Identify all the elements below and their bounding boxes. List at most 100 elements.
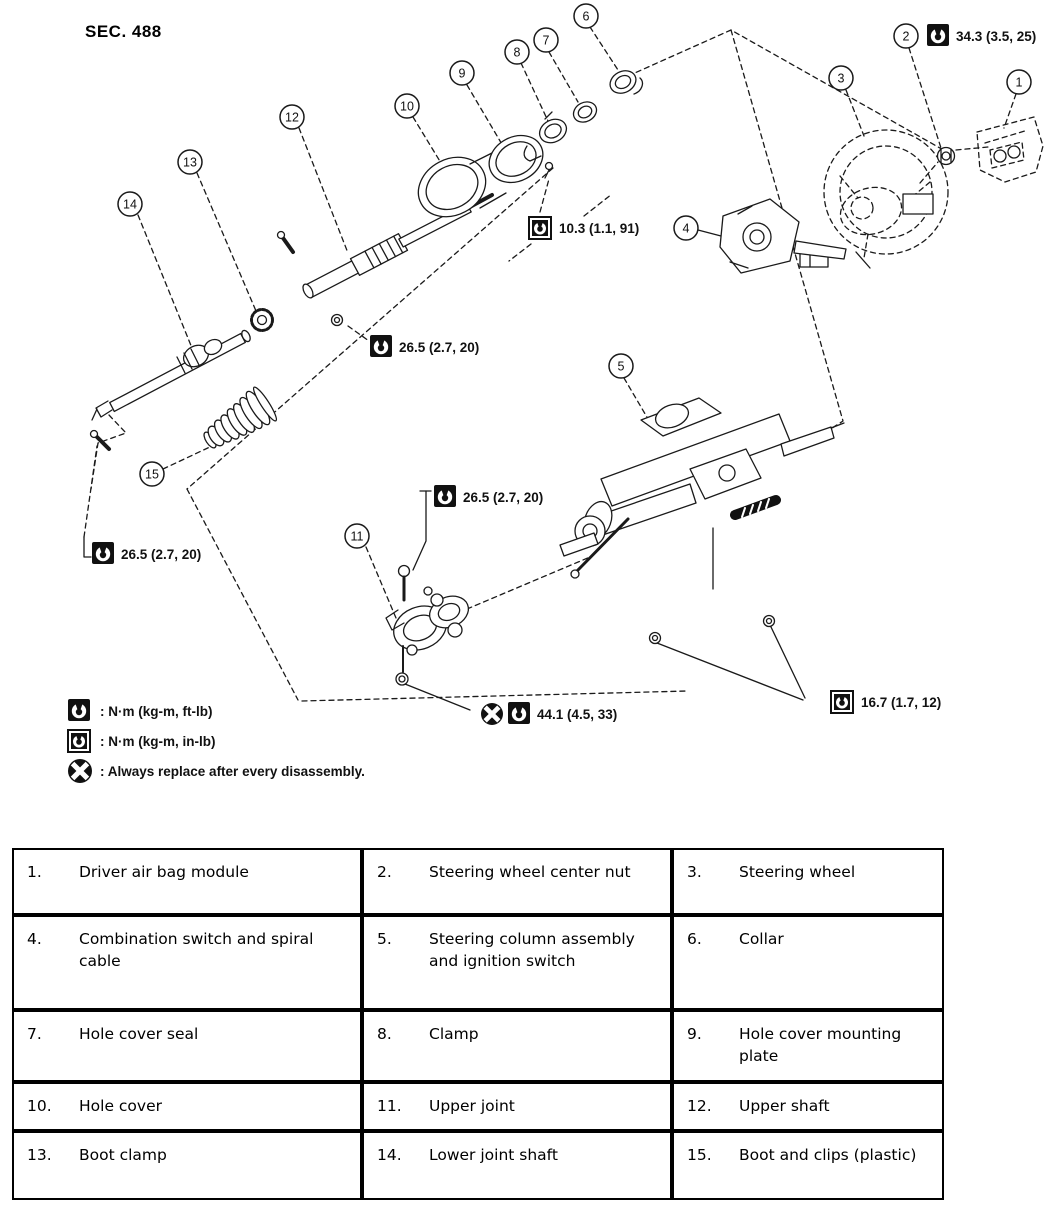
replace-icon — [481, 703, 503, 725]
callout-number: 15 — [145, 468, 159, 482]
center-nut-drawing — [936, 146, 956, 166]
callout-7: 7 — [533, 27, 559, 53]
callout-11: 11 — [344, 523, 370, 549]
part-name: Hole cover seal — [79, 1025, 199, 1043]
parts-table-cell: 7. Hole cover seal — [12, 1010, 362, 1082]
parts-table-cell: 9. Hole cover mounting plate — [672, 1010, 944, 1082]
exploded-diagram: 34.3 (3.5, 25) 10.3 (1.1, 91) 26.5 (2.7, 2… — [67, 3, 1044, 783]
torque-ftlb-icon — [434, 485, 456, 507]
torque-ftlb-icon — [92, 542, 114, 564]
legend-text: : Always replace after every disassembly… — [100, 764, 365, 779]
callout-number: 11 — [351, 530, 364, 544]
callout-10: 10 — [394, 93, 420, 119]
torque-value: 26.5 (2.7, 20) — [121, 547, 201, 562]
parts-table-cell: 13. Boot clamp — [12, 1131, 362, 1200]
part-name: Hole cover — [79, 1097, 162, 1115]
callout-14: 14 — [117, 191, 143, 217]
callout-6: 6 — [573, 3, 599, 29]
part-name: Hole cover mounting plate — [739, 1025, 902, 1065]
torque-ftlb-icon — [508, 702, 530, 724]
parts-table-cell: 3. Steering wheel — [672, 848, 944, 915]
callout-13: 13 — [177, 149, 203, 175]
callout-3: 3 — [828, 65, 854, 91]
torque-label: 26.5 (2.7, 20) — [434, 485, 543, 507]
leader-lines — [83, 26, 1017, 711]
lower-joint-group-drawing — [89, 308, 278, 451]
parts-table-cell: 15.Boot and clips (plastic) — [672, 1131, 944, 1200]
part-name: Combination switch and spiral cable — [79, 930, 314, 970]
part-name: Boot and clips (plastic) — [739, 1146, 917, 1164]
parts-table-cell: 4. Combination switch and spiral cable — [12, 915, 362, 1010]
airbag-module-drawing — [976, 116, 1044, 183]
callout-4: 4 — [673, 215, 699, 241]
part-number: 8. — [377, 1025, 392, 1043]
torque-label: 44.1 (4.5, 33) — [481, 702, 617, 725]
callout-number: 12 — [285, 111, 299, 125]
part-name: Steering column assembly and ignition sw… — [429, 930, 635, 970]
torque-inlb-icon — [67, 729, 91, 753]
callout-number: 8 — [514, 46, 521, 60]
callout-number: 6 — [583, 10, 590, 24]
part-number: 5. — [377, 930, 392, 948]
callout-number: 3 — [838, 72, 845, 86]
part-number: 9. — [687, 1025, 702, 1043]
parts-table-cell: 12.Upper shaft — [672, 1082, 944, 1131]
hole-cover-group-drawing — [417, 70, 644, 218]
callout-number: 2 — [903, 30, 910, 44]
legend-item: : N·m (kg-m, ft-lb) — [68, 699, 212, 721]
part-number: 13. — [27, 1146, 52, 1164]
torque-inlb-icon — [830, 690, 854, 714]
callout-number: 5 — [618, 360, 625, 374]
torque-ftlb-icon — [370, 335, 392, 357]
part-number: 6. — [687, 930, 702, 948]
replace-icon — [68, 759, 92, 783]
part-number: 11. — [377, 1097, 402, 1115]
part-number: 1. — [27, 863, 42, 881]
part-name: Collar — [739, 930, 784, 948]
part-name: Driver air bag module — [79, 863, 249, 881]
part-number: 7. — [27, 1025, 42, 1043]
torque-inlb-icon — [528, 216, 552, 240]
torque-label: 26.5 (2.7, 20) — [92, 542, 201, 564]
combination-switch-drawing — [719, 198, 847, 274]
callout-number: 13 — [183, 156, 197, 170]
parts-table-cell: 5. Steering column assembly and ignition … — [362, 915, 672, 1010]
parts-table-cell: 10.Hole cover — [12, 1082, 362, 1131]
part-name: Upper shaft — [739, 1097, 830, 1115]
steering-wheel-drawing — [799, 129, 949, 269]
torque-label: 16.7 (1.7, 12) — [830, 690, 941, 714]
part-number: 4. — [27, 930, 42, 948]
part-name: Boot clamp — [79, 1146, 167, 1164]
torque-ftlb-icon — [68, 699, 90, 721]
part-name: Upper joint — [429, 1097, 515, 1115]
torque-value: 10.3 (1.1, 91) — [559, 221, 639, 236]
callout-number: 7 — [543, 34, 550, 48]
section-title: SEC. 488 — [85, 22, 162, 41]
parts-table-cell: 2.Steering wheel center nut — [362, 848, 672, 915]
parts-table-cell: 11. Upper joint — [362, 1082, 672, 1131]
torque-value: 34.3 (3.5, 25) — [956, 29, 1036, 44]
callout-5: 5 — [608, 353, 634, 379]
column-assembly-drawing — [559, 397, 845, 645]
callout-15: 15 — [139, 461, 165, 487]
legend-text: : N·m (kg-m, ft-lb) — [100, 704, 212, 719]
callout-number: 9 — [459, 67, 466, 81]
part-name: Steering wheel center nut — [429, 863, 631, 881]
parts-table: 1. Driver air bag module 2.Steering wheel … — [12, 848, 944, 1200]
part-number: 3. — [687, 863, 702, 881]
callout-12: 12 — [279, 104, 305, 130]
legend-item: : Always replace after every disassembly… — [68, 759, 365, 783]
callout-number: 4 — [683, 222, 690, 236]
legend-text: : N·m (kg-m, in-lb) — [100, 734, 215, 749]
torque-value: 26.5 (2.7, 20) — [399, 340, 479, 355]
legend-item: : N·m (kg-m, in-lb) — [67, 729, 215, 753]
part-name: Lower joint shaft — [429, 1146, 558, 1164]
part-name: Steering wheel — [739, 863, 856, 881]
callout-8: 8 — [504, 39, 530, 65]
callout-2: 2 — [893, 23, 919, 49]
torque-value: 26.5 (2.7, 20) — [463, 490, 543, 505]
torque-label: 34.3 (3.5, 25) — [927, 24, 1036, 46]
callout-9: 9 — [449, 60, 475, 86]
part-number: 14. — [377, 1146, 402, 1164]
upper-joint-drawing — [385, 564, 470, 686]
